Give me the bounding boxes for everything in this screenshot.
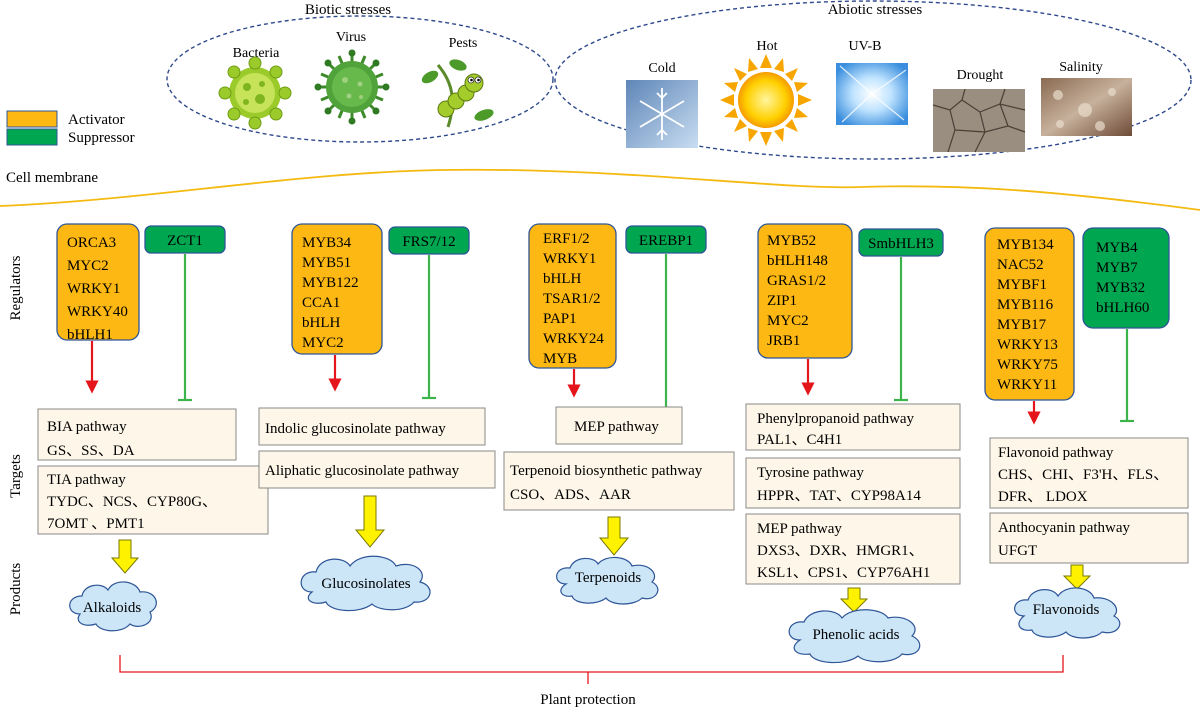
- cloud-alkaloids: [69, 581, 157, 632]
- targets: BIA pathway GS、SS、DA TIA pathway TYDC、NC…: [37, 403, 1189, 585]
- biotic-title: Biotic stresses: [305, 2, 391, 18]
- product-label-1: Alkaloids: [83, 600, 141, 616]
- pests-icon: [421, 59, 494, 128]
- legend: Activator Suppressor: [6, 110, 135, 146]
- cell-membrane-label: Cell membrane: [6, 170, 98, 186]
- target-text-5-1: Flavonoid pathway CHS、CHI、F3'H、FLS、 DFR、…: [998, 445, 1172, 505]
- suppressor-text-3: EREBP1: [639, 233, 693, 249]
- row-label-targets: Targets: [8, 454, 24, 498]
- cold-icon: [626, 80, 698, 148]
- suppressor-box-2: [388, 226, 470, 255]
- target-box-5-2: [989, 512, 1189, 564]
- yellow-arrow-2: [354, 495, 386, 548]
- activator-text-1: ORCA3 MYC2 WRKY1 WRKY40 bHLH1: [67, 235, 132, 343]
- target-box-1-2: [37, 465, 269, 535]
- yellow-arrow-5: [1062, 564, 1092, 590]
- legend-suppressor-swatch: [6, 128, 58, 146]
- suppressor-box-4: [858, 228, 944, 257]
- suppressor-text-2: FRS7/12: [402, 234, 455, 250]
- hot-label: Hot: [757, 39, 778, 54]
- activator-box-4: [757, 223, 853, 359]
- activation-arrows: [85, 341, 1041, 425]
- biotic-ellipse: [166, 15, 554, 143]
- activator-text-4: MYB52 bHLH148 GRAS1/2 ZIP1 MYC2 JRB1: [767, 233, 832, 349]
- pests-label: Pests: [449, 36, 478, 51]
- abiotic-title: Abiotic stresses: [828, 2, 923, 18]
- legend-suppressor-label: Suppressor: [68, 130, 135, 146]
- yellow-arrow-4: [839, 587, 869, 613]
- target-box-4-2: [745, 457, 961, 509]
- abiotic-ellipse: [554, 0, 1192, 160]
- salinity-label: Salinity: [1059, 60, 1103, 75]
- legend-activator-swatch: [6, 110, 58, 128]
- plant-protection-bracket: [119, 655, 1064, 684]
- suppressor-box-1: [144, 225, 226, 254]
- uvb-icon: [836, 63, 908, 125]
- suppressor-text-4: SmbHLH3: [868, 236, 934, 252]
- target-box-4-1: [745, 403, 961, 451]
- abiotic-stresses-group: Abiotic stresses Cold Hot: [554, 0, 1192, 160]
- sun-icon: [720, 54, 812, 146]
- cloud-flavonoids: [1014, 587, 1121, 639]
- target-box-5-1: [989, 437, 1189, 509]
- target-text-1-1: BIA pathway GS、SS、DA: [47, 419, 135, 459]
- product-clouds: Alkaloids Glucosinolates Terpenoids Phen…: [69, 555, 1121, 664]
- cloud-terpenoids: [556, 556, 659, 605]
- activator-text-3: ERF1/2 WRKY1 bHLH TSAR1/2 PAP1 WRKY24 MY…: [543, 231, 608, 367]
- target-box-2-1: [258, 407, 486, 446]
- suppression-lines: [178, 254, 1134, 423]
- product-label-3: Terpenoids: [575, 570, 642, 586]
- product-label-4: Phenolic acids: [812, 627, 899, 643]
- yellow-arrow-3: [598, 516, 630, 556]
- yellow-arrow-1: [110, 539, 140, 574]
- legend-activator-label: Activator: [68, 112, 125, 128]
- activator-box-3: [528, 223, 617, 369]
- suppressor-text-1: ZCT1: [167, 233, 203, 249]
- activator-text-2: MYB34 MYB51 MYB122 CCA1 bHLH MYC2: [302, 235, 362, 351]
- cell-membrane-line: [0, 168, 1200, 211]
- virus-icon: [314, 49, 390, 125]
- target-text-3-1: MEP pathway: [574, 419, 659, 435]
- suppressor-text-5: MYB4 MYB7 MYB32 bHLH60: [1096, 240, 1149, 316]
- target-text-2-2: Aliphatic glucosinolate pathway: [265, 463, 460, 479]
- target-text-5-2: Anthocyanin pathway UFGT: [998, 520, 1134, 559]
- activator-box-5: [984, 227, 1075, 401]
- target-box-1-1: [37, 408, 237, 461]
- bacteria-icon: [218, 56, 292, 130]
- activator-box-2: [291, 223, 383, 355]
- uvb-label: UV-B: [849, 39, 882, 54]
- target-box-2-2: [258, 450, 496, 489]
- biotic-stresses-group: Biotic stresses Bacteria Virus: [166, 2, 554, 143]
- product-label-5: Flavonoids: [1033, 602, 1100, 618]
- row-label-products: Products: [8, 563, 24, 616]
- target-box-3-1: [555, 406, 683, 445]
- virus-label: Virus: [336, 30, 366, 45]
- activator-box-1: [56, 223, 140, 341]
- target-text-1-2: TIA pathway TYDC、NCS、CYP80G、 7OMT 、PMT1: [47, 472, 221, 532]
- drought-icon: [932, 88, 1026, 153]
- target-box-3-2: [503, 451, 735, 511]
- drought-label: Drought: [957, 68, 1004, 83]
- suppressor-box-3: [625, 225, 707, 254]
- target-box-4-3: [745, 513, 961, 585]
- plant-protection-label: Plant protection: [540, 692, 636, 708]
- cold-label: Cold: [648, 61, 675, 76]
- product-arrows: [110, 495, 1092, 613]
- row-label-regulators: Regulators: [8, 255, 24, 320]
- target-text-4-3: MEP pathway DXS3、DXR、HMGR1、 KSL1、CPS1、CY…: [757, 521, 930, 581]
- salinity-icon: [1041, 78, 1132, 136]
- target-text-2-1: Indolic glucosinolate pathway: [265, 421, 446, 437]
- target-text-4-1: Phenylpropanoid pathway PAL1、C4H1: [757, 411, 918, 448]
- target-text-4-2: Tyrosine pathway HPPR、TAT、CYP98A14: [757, 465, 921, 504]
- cloud-glucosinolates: [300, 555, 431, 612]
- activator-text-5: MYB134 NAC52 MYBF1 MYB116 MYB17 WRKY13 W…: [997, 237, 1062, 393]
- cloud-phenolic-acids: [788, 609, 921, 664]
- suppressor-box-5: [1082, 227, 1170, 329]
- target-text-3-2: Terpenoid biosynthetic pathway CSO、ADS、A…: [510, 463, 706, 503]
- product-label-2: Glucosinolates: [321, 576, 410, 592]
- bacteria-label: Bacteria: [233, 46, 280, 61]
